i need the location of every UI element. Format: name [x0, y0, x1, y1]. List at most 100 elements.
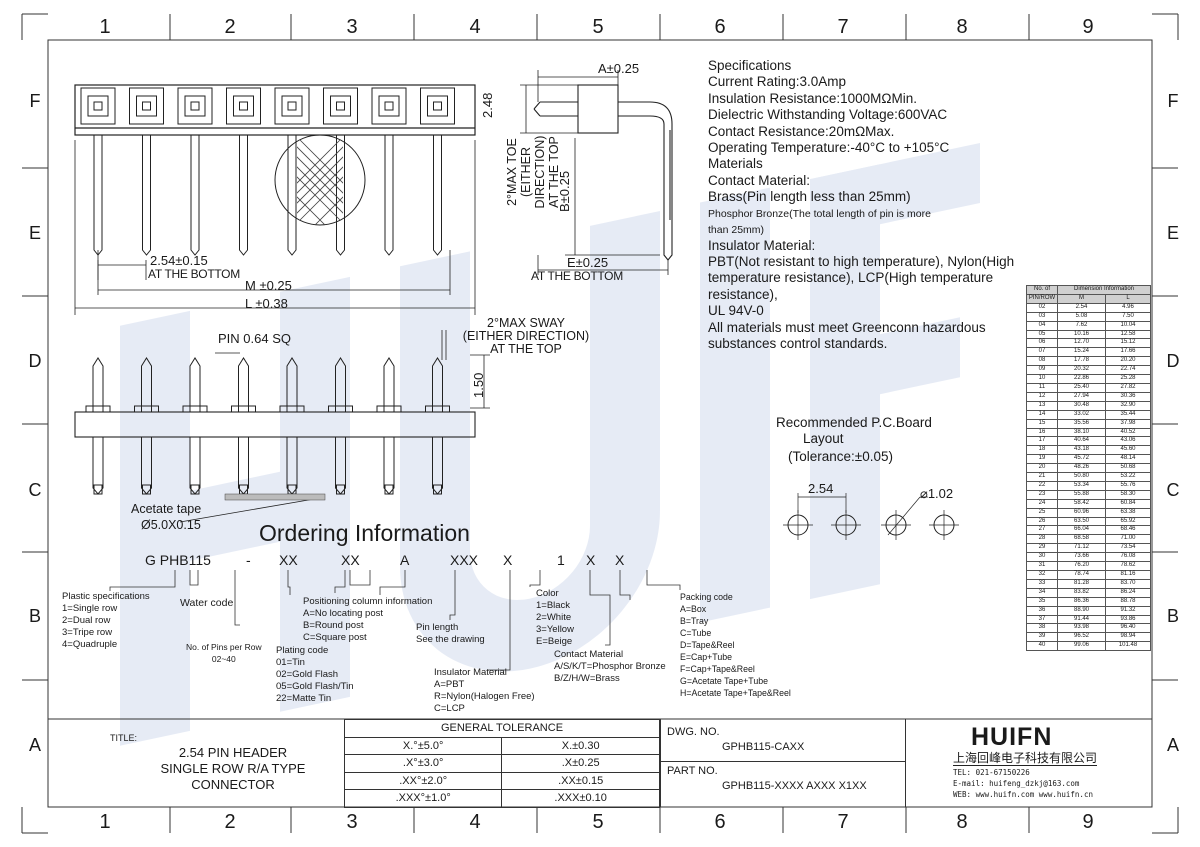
dim-l-value: 45.60 [1105, 445, 1151, 456]
dim-l-value: 17.66 [1105, 347, 1151, 358]
dim-pin-count: 09 [1026, 365, 1058, 376]
packing-heading: Packing code [680, 592, 733, 602]
pcb-hole-diameter: ⌀1.02 [920, 486, 954, 501]
front-view-pin [85, 357, 111, 495]
dim-pin-count: 29 [1026, 543, 1058, 554]
dim-l-value: 101.48 [1105, 641, 1151, 652]
zone-col-top-8: 8 [956, 16, 968, 38]
dim-pin-count: 06 [1026, 338, 1058, 349]
dim-pin-count: 02 [1026, 302, 1058, 313]
zone-row-left-F: F [29, 91, 41, 111]
top-view-pin [177, 87, 213, 256]
spec-line: temperature resistance), LCP(High temper… [708, 270, 994, 286]
zone-col-bottom-9: 9 [1082, 811, 1094, 833]
zone-row-right-F: F [1167, 91, 1179, 111]
tolerance-table: GENERAL TOLERANCE X.°±5.0°X.±0.30.X°±3.0… [343, 719, 660, 808]
packing-option: A=Box [680, 604, 707, 614]
angular-tolerance: X.°±5.0° [343, 736, 503, 755]
part-no-value: GPHB115-XXXX AXXX X1XX [722, 780, 867, 792]
sway-line-2: (EITHER DIRECTION) [462, 329, 590, 343]
dim-m-value: 73.66 [1057, 552, 1106, 563]
title-line: CONNECTOR [191, 777, 275, 792]
spec-line: Insulation Resistance:1000MΩMin. [708, 90, 917, 106]
l-dimension-label: L ±0.38 [245, 296, 288, 311]
zone-col-bottom-1: 1 [99, 811, 111, 833]
linear-tolerance: .X±0.25 [501, 754, 660, 773]
dim-m-value: 71.12 [1057, 543, 1106, 554]
dim-l-value: 78.62 [1105, 561, 1151, 571]
dim-m-value: 25.40 [1057, 382, 1106, 393]
dim-pin-count: 38 [1026, 623, 1058, 634]
dim-pin-count: 27 [1026, 525, 1058, 536]
dim-pin-count: 21 [1026, 472, 1058, 482]
dim-m-value: 33.02 [1057, 409, 1106, 420]
dim-pin-count: 20 [1026, 463, 1058, 474]
front-view-pin [231, 357, 256, 495]
dim-pin-count: 24 [1026, 498, 1058, 509]
dim-l-value: 15.12 [1105, 338, 1151, 349]
dim-l-value: 12.58 [1105, 329, 1151, 340]
dim-l-value: 25.28 [1105, 374, 1151, 384]
plastic-option: 3=Tripe row [62, 627, 113, 638]
pcb-pitch-label: 2.54 [808, 481, 834, 496]
pin-length-heading: Pin length [416, 622, 459, 633]
zone-col-bottom-5: 5 [592, 811, 604, 833]
dim-l-value: 35.44 [1105, 409, 1151, 420]
zone-col-bottom-8: 8 [956, 811, 968, 833]
spec-line: Insulator Material: [708, 237, 816, 253]
spec-line: Dielectric Withstanding Voltage:600VAC [708, 107, 948, 123]
toe-line-2: (EITHER DIRECTION) [519, 135, 547, 209]
order-code-part: XXX [450, 552, 479, 568]
dim-l-value: 7.50 [1105, 311, 1151, 322]
tolerance-row: .XX°±2.0°.XX±0.15 [343, 771, 660, 790]
insulator-option: A=PBT [434, 679, 465, 690]
dim-m-value: 91.44 [1057, 614, 1106, 625]
dim-m-value: 38.10 [1057, 427, 1106, 438]
dim-pin-count: 19 [1026, 454, 1058, 465]
pcb-tolerance: (Tolerance:±0.05) [788, 449, 893, 464]
dim-pin-count: 03 [1026, 311, 1058, 322]
order-code-part: - [246, 552, 251, 568]
dim-m-value: 17.78 [1057, 356, 1106, 367]
front-view-drawing [74, 330, 490, 523]
plating-option: 05=Gold Flash/Tin [276, 681, 354, 692]
dim-m-value: 45.72 [1057, 454, 1106, 465]
tolerance-row: .XXX°±1.0°.XXX±0.10 [343, 789, 660, 808]
spec-line: Materials [708, 156, 763, 172]
dim-m-value: 68.58 [1057, 534, 1106, 545]
b-dimension-label: B±0.25 [557, 170, 572, 212]
pcb-layout-drawing [783, 493, 959, 540]
zone-row-right-B: B [1166, 606, 1179, 626]
pins-option: 02~40 [211, 654, 236, 664]
dim-pin-count: 34 [1026, 587, 1058, 598]
dim-m-value: 35.56 [1057, 418, 1106, 429]
dim-m-value: 10.16 [1057, 329, 1106, 340]
a-dimension-label: A±0.25 [598, 61, 640, 76]
dim-l-value: 58.30 [1105, 489, 1151, 500]
dwg-no-label: DWG. NO. [667, 726, 720, 738]
dim-pin-count: 40 [1026, 641, 1058, 652]
dim-pin-count: 14 [1026, 409, 1058, 420]
dim-pin-count: 04 [1026, 320, 1058, 331]
dim-m-value: 96.52 [1057, 632, 1106, 643]
pin-size-label: PIN 0.64 SQ [218, 331, 291, 346]
